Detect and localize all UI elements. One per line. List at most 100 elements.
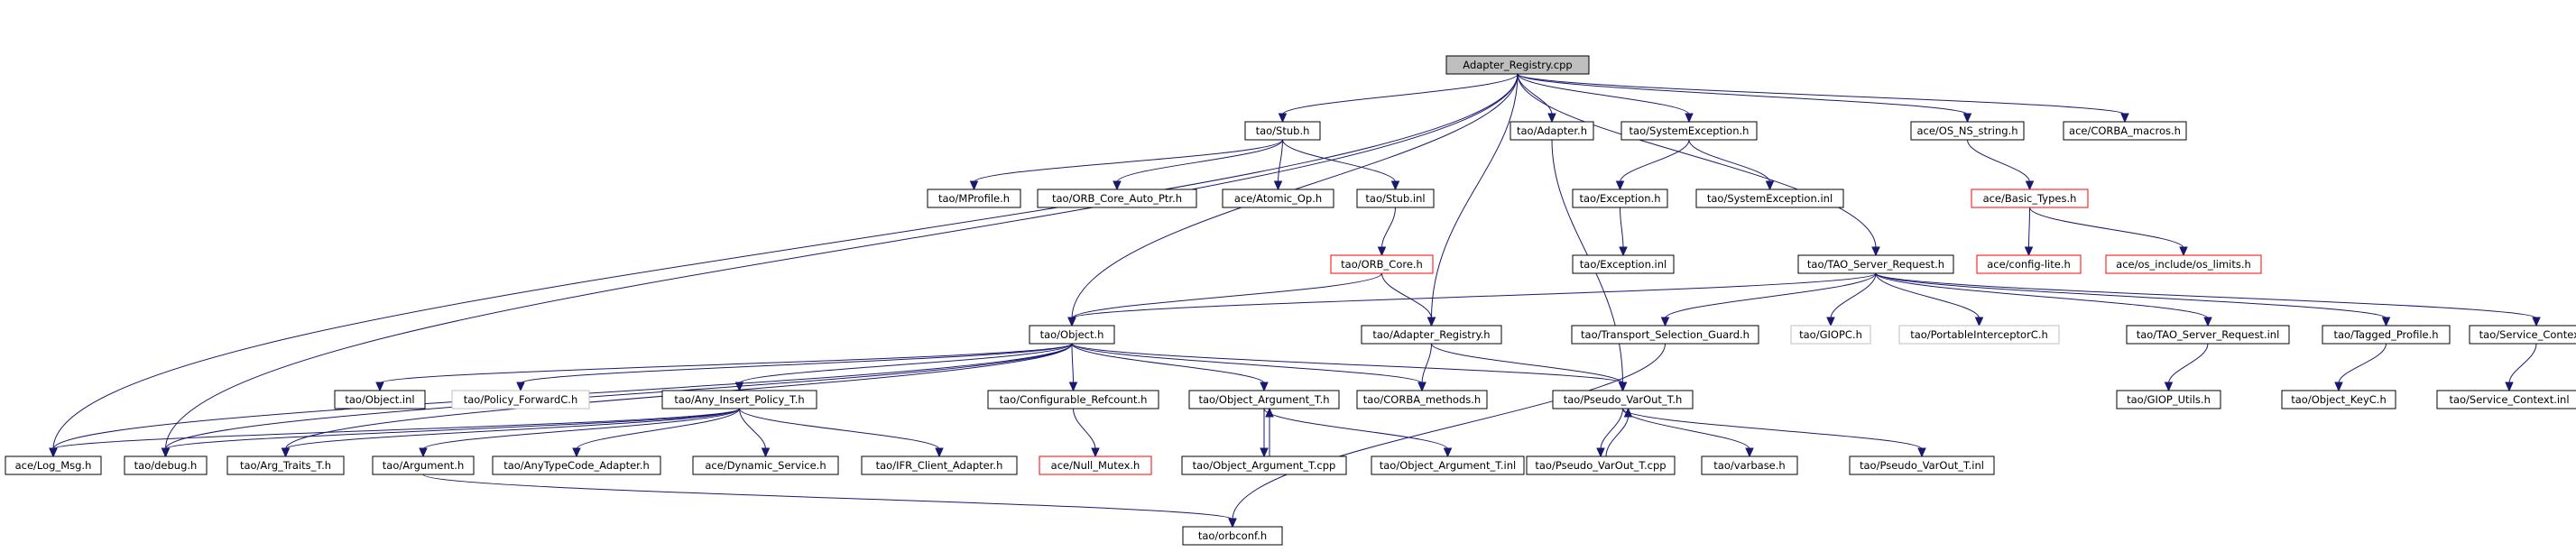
edge-object-h-to-configurable-refcount-h bbox=[1068, 343, 1078, 392]
node-box bbox=[1222, 189, 1334, 208]
node-object-argument-t-h[interactable]: tao/Object_Argument_T.h bbox=[1188, 390, 1340, 409]
node-object-h[interactable]: tao/Object.h bbox=[1029, 325, 1115, 345]
edge-pseudo-varout-t-h-to-pseudo-varout-t-cpp bbox=[1596, 408, 1623, 458]
edge-object-h-to-corba-methods-h bbox=[1071, 343, 1426, 392]
node-anytypecode-adapter-h[interactable]: tao/AnyTypeCode_Adapter.h bbox=[492, 455, 661, 475]
node-orbconf-h[interactable]: tao/orbconf.h bbox=[1182, 526, 1283, 546]
node-pseudo-varout-t-h[interactable]: tao/Pseudo_VarOut_T.h bbox=[1552, 390, 1694, 409]
node-corba-methods-h[interactable]: tao/CORBA_methods.h bbox=[1356, 390, 1488, 409]
node-os-limits-h[interactable]: ace/os_include/os_limits.h bbox=[2105, 254, 2262, 274]
node-sysexc-inl[interactable]: tao/SystemException.inl bbox=[1695, 189, 1844, 208]
node-null-mutex-h[interactable]: ace/Null_Mutex.h bbox=[1039, 455, 1152, 475]
edge-line bbox=[576, 408, 740, 450]
node-box bbox=[1330, 254, 1434, 274]
node-box bbox=[1526, 455, 1676, 475]
edge-line bbox=[379, 343, 1073, 384]
edge-arrowhead bbox=[1596, 447, 1605, 458]
node-object-inl[interactable]: tao/Object.inl bbox=[334, 390, 426, 409]
node-transport-sel-guard-h[interactable]: tao/Transport_Selection_Guard.h bbox=[1571, 325, 1759, 345]
node-mprofile-h[interactable]: tao/MProfile.h bbox=[927, 189, 1021, 208]
node-orb-core-auto-ptr-h[interactable]: tao/ORB_Core_Auto_Ptr.h bbox=[1037, 189, 1197, 208]
node-exception-h[interactable]: tao/Exception.h bbox=[1572, 189, 1668, 208]
node-configurable-refcount-h[interactable]: tao/Configurable_Refcount.h bbox=[987, 390, 1159, 409]
edge-arrowhead bbox=[935, 447, 944, 458]
node-policy-forwardc-h[interactable]: tao/Policy_ForwardC.h bbox=[451, 390, 590, 409]
node-label: Adapter_Registry.cpp bbox=[1463, 59, 1572, 71]
edge-arrowhead bbox=[1660, 317, 1670, 327]
node-service-context-h[interactable]: tao/Service_Context.h bbox=[2469, 325, 2576, 345]
node-argument-h[interactable]: tao/Argument.h bbox=[372, 455, 475, 475]
node-orb-core-h[interactable]: tao/ORB_Core.h bbox=[1330, 254, 1434, 274]
edge-basic-types-h-to-config-lite-h bbox=[2024, 207, 2034, 257]
node-adapter-registry-h[interactable]: tao/Adapter_Registry.h bbox=[1361, 325, 1502, 345]
node-box bbox=[2281, 390, 2396, 409]
node-tagged-profile-h[interactable]: tao/Tagged_Profile.h bbox=[2322, 325, 2451, 345]
node-sysexc-h[interactable]: tao/SystemException.h bbox=[1620, 121, 1758, 141]
node-pseudo-varout-t-cpp[interactable]: tao/Pseudo_VarOut_T.cpp bbox=[1526, 455, 1676, 475]
edge-line bbox=[520, 343, 1073, 384]
node-box bbox=[2436, 390, 2576, 409]
node-pseudo-varout-t-inl[interactable]: tao/Pseudo_VarOut_T.inl bbox=[1849, 455, 1995, 475]
edge-arrowhead bbox=[2532, 317, 2541, 327]
node-box bbox=[1572, 189, 1668, 208]
node-label: tao/Object.h bbox=[1040, 328, 1104, 341]
edge-arrowhead bbox=[1547, 113, 1556, 124]
edge-object-argument-t-h-to-object-argument-t-cpp bbox=[1260, 409, 1269, 458]
node-adapter-h[interactable]: tao/Adapter.h bbox=[1510, 121, 1594, 141]
edge-line bbox=[1116, 139, 1283, 183]
node-tao-server-request-inl[interactable]: tao/TAO_Server_Request.inl bbox=[2126, 325, 2290, 345]
node-ifr-client-adapter-h[interactable]: tao/IFR_Client_Adapter.h bbox=[861, 455, 1018, 475]
edge-line bbox=[2029, 207, 2184, 249]
node-box bbox=[987, 390, 1159, 409]
edge-line bbox=[739, 408, 940, 450]
edge-line bbox=[2508, 343, 2537, 384]
node-arg-traits-t-h[interactable]: tao/Arg_Traits_T.h bbox=[226, 455, 345, 475]
node-label: tao/Object_Argument_T.inl bbox=[1380, 459, 1516, 472]
edge-arrowhead bbox=[1278, 113, 1288, 124]
node-label: tao/Arg_Traits_T.h bbox=[240, 459, 331, 472]
node-object-argument-t-inl[interactable]: tao/Object_Argument_T.inl bbox=[1371, 455, 1525, 475]
node-stub-inl[interactable]: tao/Stub.inl bbox=[1356, 189, 1435, 208]
node-label: tao/MProfile.h bbox=[938, 192, 1010, 205]
edge-line bbox=[52, 73, 1519, 450]
node-debug-h[interactable]: tao/debug.h bbox=[124, 455, 208, 475]
node-stub-h[interactable]: tao/Stub.h bbox=[1244, 121, 1321, 141]
edge-arrowhead bbox=[49, 447, 58, 458]
node-object-argument-t-cpp[interactable]: tao/Object_Argument_T.cpp bbox=[1181, 455, 1347, 475]
node-giop-utils-h[interactable]: tao/GIOP_Utils.h bbox=[2116, 390, 2221, 409]
node-portable-interceptorc-h[interactable]: tao/PortableInterceptorC.h bbox=[1898, 325, 2060, 345]
edge-root-to-tao-server-request-h bbox=[1517, 73, 1880, 257]
node-any-insert-policy-t-h[interactable]: tao/Any_Insert_Policy_T.h bbox=[661, 390, 817, 409]
node-varbase-h[interactable]: tao/varbase.h bbox=[1701, 455, 1798, 475]
edge-line bbox=[1282, 139, 1396, 183]
edge-line bbox=[422, 474, 1233, 520]
node-label: tao/Configurable_Refcount.h bbox=[1000, 393, 1148, 406]
edge-line bbox=[1620, 207, 1624, 249]
node-box bbox=[692, 455, 839, 475]
edge-adapter-registry-h-to-pseudo-varout-t-h bbox=[1431, 343, 1628, 392]
edge-object-h-to-object-inl bbox=[375, 343, 1073, 392]
node-dynamic-service-h[interactable]: ace/Dynamic_Service.h bbox=[692, 455, 839, 475]
node-service-context-inl[interactable]: tao/Service_Context.inl bbox=[2436, 390, 2576, 409]
node-box bbox=[1356, 189, 1435, 208]
edge-line bbox=[1431, 73, 1519, 319]
edge-arrowhead bbox=[1765, 180, 1775, 191]
node-os-ns-string-h[interactable]: ace/OS_NS_string.h bbox=[1910, 121, 2025, 141]
node-exception-inl[interactable]: tao/Exception.inl bbox=[1572, 254, 1675, 274]
edge-line bbox=[1622, 408, 1750, 450]
node-log-msg-h[interactable]: ace/Log_Msg.h bbox=[5, 455, 102, 475]
node-basic-types-h[interactable]: ace/Basic_Types.h bbox=[1971, 189, 2089, 208]
node-config-lite-h[interactable]: ace/config-lite.h bbox=[1976, 254, 2082, 274]
edge-arrowhead bbox=[1273, 180, 1283, 191]
node-atomic-op-h[interactable]: ace/Atomic_Op.h bbox=[1222, 189, 1334, 208]
edge-tao-server-request-h-to-service-context-h bbox=[1875, 272, 2541, 327]
edge-line bbox=[1421, 343, 1432, 384]
node-root[interactable]: Adapter_Registry.cpp bbox=[1445, 55, 1590, 75]
node-label: tao/GIOPC.h bbox=[1799, 328, 1862, 341]
node-object-keyc-h[interactable]: tao/Object_KeyC.h bbox=[2281, 390, 2396, 409]
node-giopc-h[interactable]: tao/GIOPC.h bbox=[1790, 325, 1871, 345]
node-box bbox=[492, 455, 661, 475]
node-corba-macros-h[interactable]: ace/CORBA_macros.h bbox=[2063, 121, 2187, 141]
node-tao-server-request-h[interactable]: tao/TAO_Server_Request.h bbox=[1797, 254, 1954, 274]
edge-arrowhead bbox=[2381, 317, 2391, 327]
